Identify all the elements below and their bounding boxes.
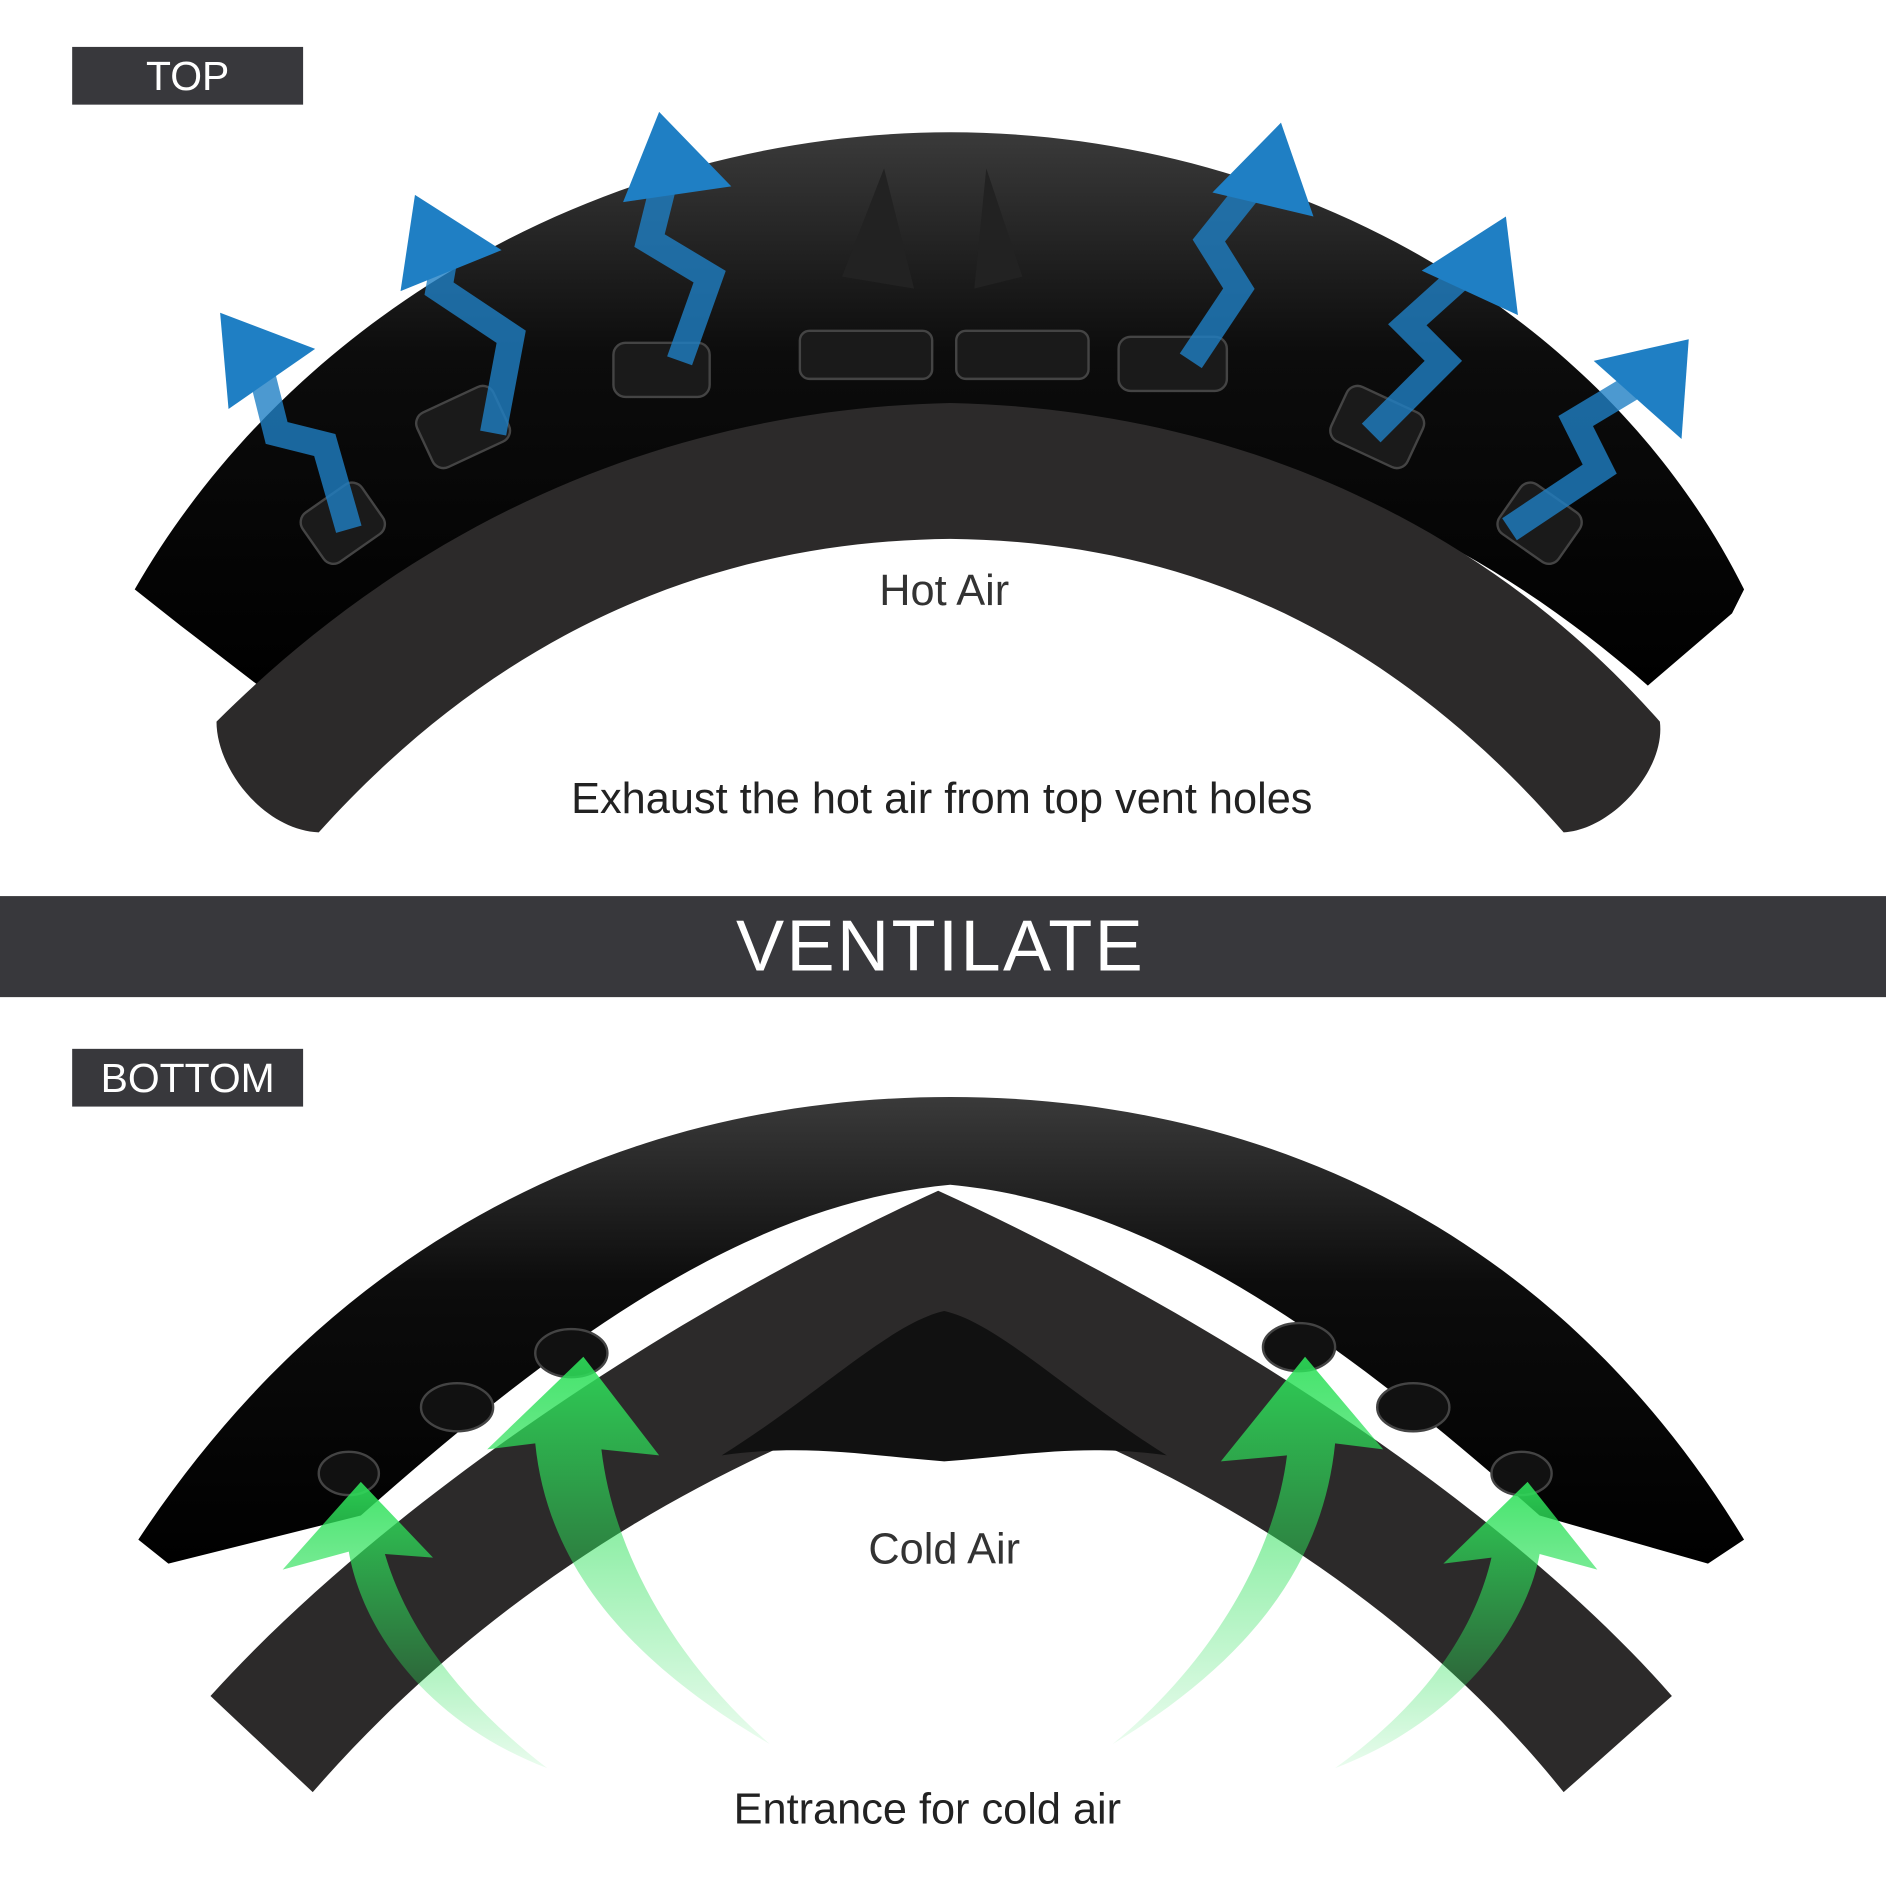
top-tag-text: TOP xyxy=(146,53,229,99)
cold-air-arrows xyxy=(282,1356,1598,1769)
hot-arrow-1 xyxy=(245,357,362,533)
cold-arrow-4 xyxy=(1335,1481,1598,1769)
hot-arrowheads xyxy=(220,111,1689,440)
cold-air-label: Cold Air xyxy=(868,1526,1020,1574)
banner-title: VENTILATE xyxy=(736,907,1145,987)
bottom-goggle-image xyxy=(138,1096,1745,1793)
hot-air-label: Hot Air xyxy=(879,567,1009,615)
cold-arrow-2 xyxy=(487,1356,770,1745)
top-tag: TOP xyxy=(72,46,304,105)
bottom-tag: BOTTOM xyxy=(72,1048,304,1107)
hot-arrow-3 xyxy=(634,165,726,366)
bottom-tag-text: BOTTOM xyxy=(101,1055,275,1101)
hot-arrow-4 xyxy=(1179,172,1268,369)
top-caption: Exhaust the hot air from top vent holes xyxy=(571,775,1312,823)
cold-arrow-1 xyxy=(282,1481,548,1769)
top-goggle-image xyxy=(134,132,1745,833)
hot-arrow-6 xyxy=(1502,373,1643,541)
ventilate-banner: VENTILATE xyxy=(0,896,1886,998)
bottom-caption: Entrance for cold air xyxy=(734,1785,1121,1833)
hot-arrow-5 xyxy=(1361,260,1477,443)
cold-arrow-3 xyxy=(1112,1356,1384,1745)
hot-air-arrows xyxy=(245,165,1643,541)
